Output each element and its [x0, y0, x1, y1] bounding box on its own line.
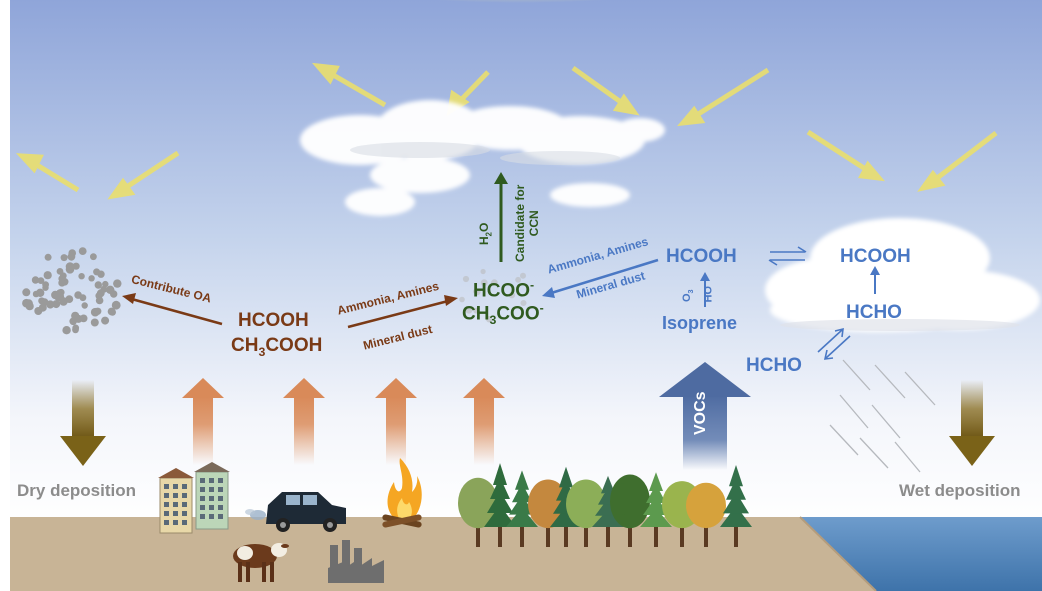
h2o-a: H [477, 236, 491, 245]
o3-a: O [681, 293, 693, 302]
ch3cooh-sub: 3 [258, 344, 266, 359]
hcho-out-label: HCHO [746, 355, 802, 376]
hcooh-cloud-label: HCOOH [840, 246, 911, 267]
ch3coo-sub: 3 [489, 313, 497, 328]
oh-label: OH [701, 286, 713, 303]
wet-deposition-label: Wet deposition [899, 481, 1021, 500]
particles-icon [22, 247, 122, 335]
hcho-cloud-label: HCHO [846, 302, 902, 323]
wet-deposition-arrow [949, 380, 995, 466]
candidate-ccn-line1: Candidate for [513, 184, 527, 262]
h2o-b: O [477, 222, 491, 232]
ch3cooh-left-label: CH3COOH [231, 336, 322, 358]
cloud-shade [350, 142, 620, 165]
h2o-label: H2O [477, 222, 494, 245]
ch3coo-sup: - [539, 301, 544, 315]
ch3coo-label: CH3COO- [462, 302, 544, 326]
buildings-icon [158, 462, 230, 534]
candidate-ccn-line2: CCN [526, 210, 541, 237]
cloud-icon-right [765, 218, 1040, 332]
dry-deposition-label: Dry deposition [17, 481, 137, 500]
hcoo-label: HCOO- [473, 278, 535, 302]
ch3coo-b: COO [496, 303, 540, 325]
sun-rays [15, 62, 998, 200]
vocs-arrow [659, 362, 751, 470]
reaction-arrows [122, 172, 880, 360]
vocs-label: VOCs [692, 391, 709, 435]
h2o-sub: 2 [484, 231, 494, 237]
ch3coo-a: CH [462, 303, 490, 325]
dry-deposition-arrow [60, 380, 106, 466]
sun-icon [311, 0, 729, 35]
emission-arrows [182, 378, 505, 465]
car-icon [245, 492, 346, 532]
ch3cooh-a: CH [231, 335, 259, 356]
particles-mid [459, 268, 527, 323]
factory-icon [328, 540, 384, 583]
cow-icon [233, 543, 289, 582]
fire-icon [382, 458, 422, 528]
ch3cooh-b: COOH [265, 335, 323, 356]
cloud-right-shade [780, 319, 1020, 331]
hcoo-sup: - [530, 278, 535, 292]
sea [800, 517, 1042, 591]
rain-icon [829, 359, 936, 473]
o3-label: O3 [681, 289, 696, 302]
isoprene-label: Isoprene [662, 313, 738, 333]
hcoo-a: HCOO [473, 280, 530, 302]
o3-sub: 3 [687, 289, 696, 294]
hcooh-mid-label: HCOOH [666, 246, 737, 267]
hcooh-left-label: HCOOH [238, 310, 309, 331]
forest-icon [458, 463, 752, 547]
shoreline [799, 516, 877, 591]
